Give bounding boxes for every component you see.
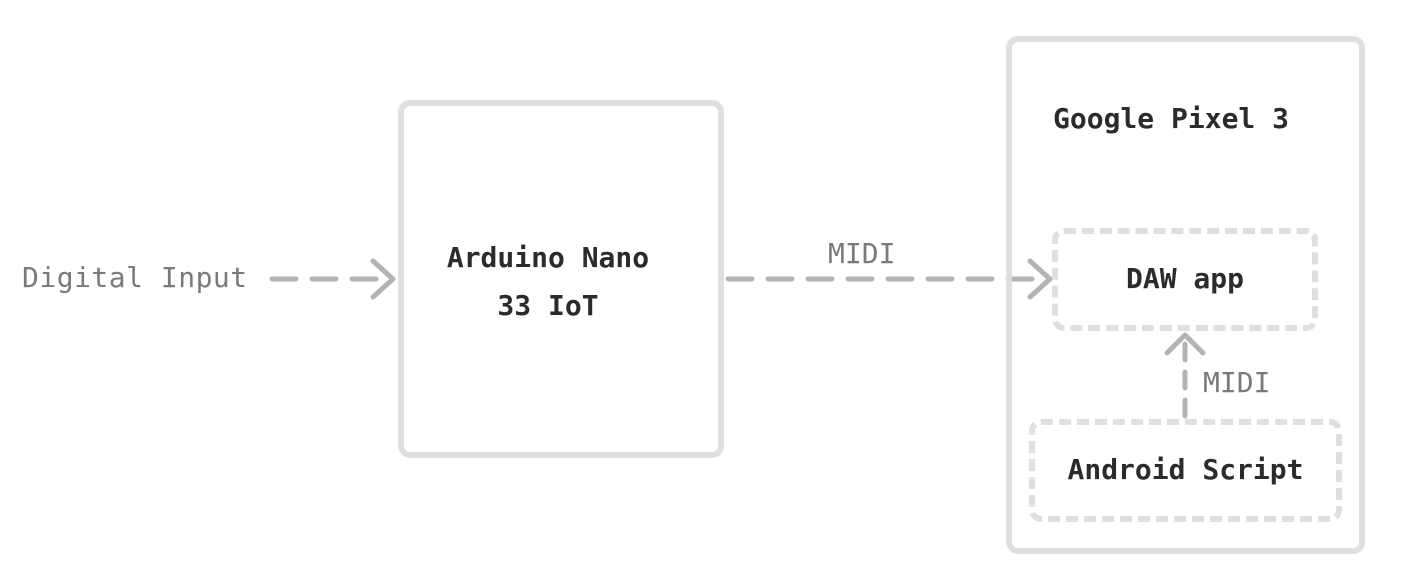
arrow-script-to-daw	[1164, 332, 1206, 419]
arduino-label: Arduino Nano 33 IoT	[398, 234, 698, 330]
digital-input-label: Digital Input	[22, 261, 248, 294]
daw-app-label: DAW app	[1125, 262, 1244, 295]
android-script-box	[1029, 419, 1342, 522]
arrow-arduino-to-daw	[725, 258, 1053, 300]
android-script-label: Android Script	[1067, 453, 1304, 486]
arduino-label-line2: 33 IoT	[497, 289, 599, 322]
daw-app-box	[1052, 228, 1318, 331]
arduino-label-line1: Arduino Nano	[446, 241, 650, 274]
midi-label-script: MIDI	[1203, 366, 1271, 399]
arrow-input-to-arduino	[269, 258, 396, 300]
midi-label-main: MIDI	[828, 237, 896, 270]
phone-container	[1006, 36, 1365, 554]
phone-title: Google Pixel 3	[1053, 102, 1290, 135]
arduino-box	[398, 100, 724, 458]
